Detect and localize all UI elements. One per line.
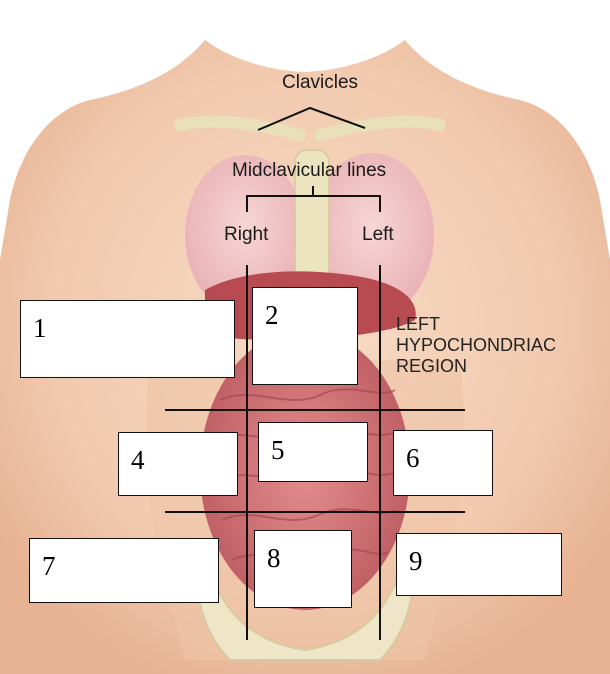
right-clavicle bbox=[174, 115, 306, 141]
box-number: 6 bbox=[406, 443, 420, 473]
region-box-1[interactable]: 1 bbox=[20, 300, 235, 378]
box-number: 8 bbox=[267, 543, 281, 573]
region-box-8[interactable]: 8 bbox=[254, 530, 352, 608]
region-box-7[interactable]: 7 bbox=[29, 538, 219, 603]
box-number: 4 bbox=[131, 445, 145, 475]
region-box-2[interactable]: 2 bbox=[252, 287, 358, 385]
box-number: 7 bbox=[42, 551, 56, 581]
region-box-6[interactable]: 6 bbox=[393, 430, 493, 496]
region-box-9[interactable]: 9 bbox=[396, 533, 562, 596]
clavicles-label: Clavicles bbox=[282, 72, 359, 93]
right-label: Right bbox=[224, 224, 269, 245]
box-number: 9 bbox=[409, 546, 423, 576]
box-number: 5 bbox=[271, 435, 285, 465]
region-box-4[interactable]: 4 bbox=[118, 432, 238, 496]
clavicle-pointer bbox=[257, 106, 366, 131]
region-label-line3: REGION bbox=[396, 356, 468, 376]
midclavicular-bracket bbox=[246, 186, 381, 212]
midclavicular-lines-label: Midclavicular lines bbox=[232, 160, 387, 181]
region-box-5[interactable]: 5 bbox=[258, 422, 368, 482]
left-clavicle bbox=[314, 115, 446, 141]
left-label: Left bbox=[362, 224, 394, 245]
region-label-line2: HYPOCHONDRIAC bbox=[396, 335, 557, 355]
box-number: 2 bbox=[265, 300, 279, 330]
box-number: 1 bbox=[33, 313, 47, 343]
region-label-line1: LEFT bbox=[396, 314, 441, 334]
